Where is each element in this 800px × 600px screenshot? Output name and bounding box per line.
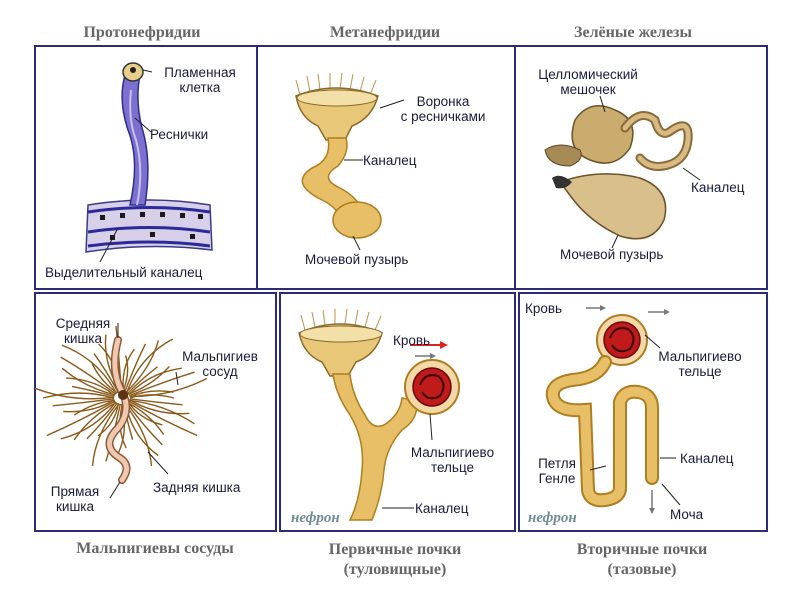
divider-top-1 <box>256 45 258 290</box>
label-secondary-canal: Каналец <box>680 451 734 466</box>
label-secondary-nephron: нефрон <box>528 510 577 526</box>
malpighian-tubule <box>125 340 160 394</box>
malpighian-tubule <box>61 344 118 394</box>
label-secondary-blood: Кровь <box>525 301 563 316</box>
malpighian-tubule <box>42 392 115 399</box>
divider-top-2 <box>514 45 516 290</box>
title-protonephridia: Протонефридии <box>83 24 201 41</box>
malpighian-tubule <box>128 367 182 396</box>
malpighian-tubule <box>52 398 115 407</box>
malpighian-tubule <box>129 399 190 415</box>
malpighian-tubule <box>34 387 115 400</box>
malpighian-tubule <box>60 356 117 395</box>
malpighian-tubule <box>128 400 198 437</box>
label-primary-nephron: нефрон <box>291 510 340 526</box>
malpighian-tubule <box>86 402 118 440</box>
label-primary-blood: Кровь <box>393 333 431 348</box>
malpighian-tubule <box>60 401 117 440</box>
title-primary-kidneys: Первичные почки(туловищные) <box>328 541 462 578</box>
malpighian-tubule <box>46 400 116 437</box>
malpighian-tubule <box>129 398 183 406</box>
malpighian-tubule <box>127 365 170 395</box>
label-green-canal: Каналец <box>691 180 745 195</box>
malpighian-tubule <box>73 401 117 441</box>
malpighian-tubule <box>126 366 158 395</box>
title-secondary-kidneys: Вторичные почки(тазовые) <box>576 541 708 578</box>
title-green-glands: Зелёные железы <box>574 24 692 41</box>
malpighian-tubule <box>129 399 195 425</box>
malpighian-tubule <box>63 399 115 413</box>
malpighian-tubule <box>125 338 174 394</box>
malpighian-tubule <box>129 371 195 397</box>
label-meta-canal: Каналец <box>363 153 417 168</box>
malpighian-tubule <box>61 367 116 396</box>
label-cilia: Реснички <box>150 127 209 142</box>
title-malpighian-vessels: Мальпигиевы сосуды <box>76 540 234 557</box>
label-meta-bladder: Мочевой пузырь <box>305 252 409 267</box>
label-hindgut: Задняя кишка <box>153 480 241 495</box>
malpighian-tubule <box>97 403 120 437</box>
malpighian-tubule <box>71 385 115 398</box>
malpighian-tubule <box>129 390 174 398</box>
malpighian-tubule <box>66 377 116 397</box>
malpighian-tubule <box>127 401 165 435</box>
label-green-bladder: Мочевой пузырь <box>560 247 664 262</box>
label-urine: Моча <box>670 507 704 522</box>
title-metanephridia: Метанефридии <box>329 24 441 41</box>
malpighian-tubule <box>124 343 147 393</box>
label-primary-canal: Каналец <box>415 501 469 516</box>
label-excretory-canal: Выделительный каналец <box>45 265 203 280</box>
malpighian-tubule <box>91 362 118 394</box>
